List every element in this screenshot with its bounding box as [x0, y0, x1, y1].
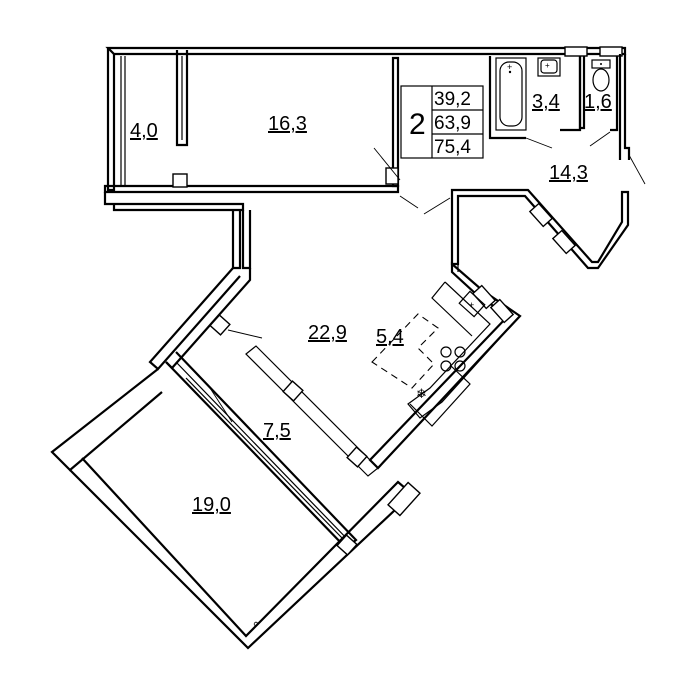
rooms-count: 2 — [409, 108, 426, 141]
bathroom-block — [488, 54, 646, 185]
sink-icon: + — [537, 57, 561, 77]
total-area-value: 63,9 — [434, 113, 471, 134]
svg-text:❄: ❄ — [416, 386, 427, 401]
bathroom-area: 3,4 — [532, 91, 560, 113]
loggia-top-area: 4,0 — [130, 120, 158, 142]
top-windows — [564, 46, 623, 57]
hallway-walls — [373, 147, 630, 270]
kitchen-sink-icon: + — [458, 290, 486, 318]
fan-icon: ❄ — [416, 386, 427, 401]
apartment-summary: 2 39,2 63,9 75,4 — [400, 85, 484, 159]
toilet-area: 1,6 — [584, 91, 612, 113]
room-bottom-area: 19,0 — [192, 494, 231, 516]
central-walls — [148, 210, 522, 470]
hallway-area: 14,3 — [549, 162, 588, 184]
loggia-bottom-area: 7,5 — [263, 420, 291, 442]
living-area-value: 39,2 — [434, 89, 471, 110]
svg-text:+: + — [507, 62, 512, 72]
hall-partition — [209, 314, 379, 477]
bathtub-icon: + — [495, 57, 527, 131]
room-top-area: 16,3 — [268, 113, 307, 135]
living-hall-area: 22,9 — [308, 322, 347, 344]
outer-walls — [103, 46, 627, 212]
kitchen-counter — [407, 281, 501, 427]
bottom-room-walls — [50, 351, 421, 650]
kitchen-zone — [371, 313, 439, 389]
svg-text:+: + — [469, 300, 474, 310]
stove-icon — [440, 346, 466, 372]
total-with-balconies-value: 75,4 — [434, 137, 471, 158]
svg-text:+: + — [545, 61, 550, 70]
toilet-icon — [591, 59, 611, 92]
kitchen-area: 5,4 — [376, 326, 404, 348]
